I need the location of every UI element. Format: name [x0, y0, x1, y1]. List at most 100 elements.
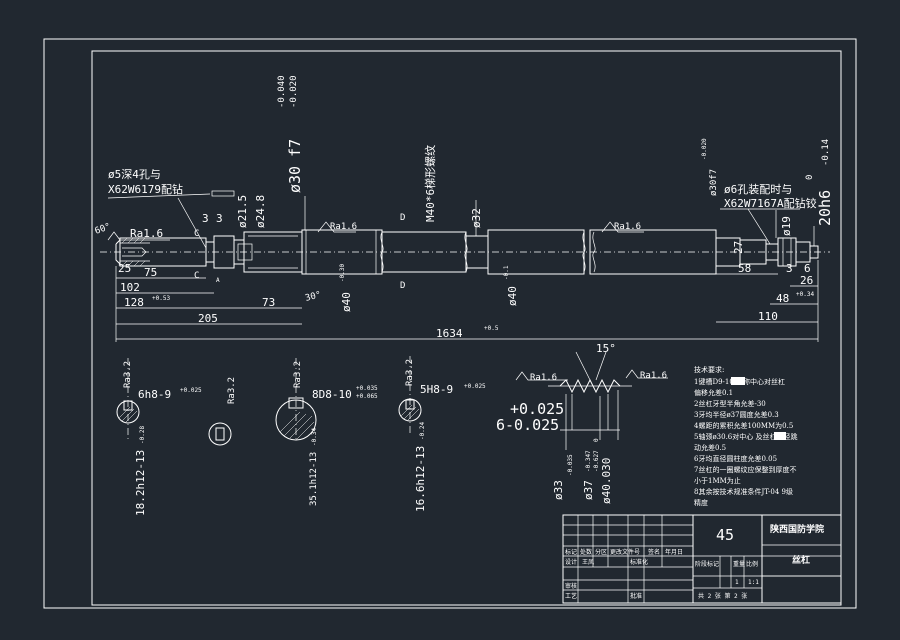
- dim-75: 75: [144, 266, 157, 279]
- s1-depth: 18.2h12-13: [134, 450, 147, 516]
- dim-110: 110: [758, 310, 778, 323]
- s3-tol: +0.025: [464, 383, 486, 390]
- tech-req-11: 8其余按技术规准条件JT-04 9级: [694, 487, 793, 496]
- dim-1634: 1634: [436, 327, 463, 340]
- ra-left: Ra1.6: [130, 227, 163, 240]
- s2-tol-lo: +0.065: [356, 393, 378, 400]
- tb-h3: 分区: [595, 548, 607, 556]
- dim-27: 27: [732, 241, 745, 254]
- section-c-top: C: [194, 229, 199, 239]
- ra-right: Ra1.6: [614, 222, 641, 232]
- section-3: Ra3.2 5H8-9 +0.025 16.6h12-13 -0.24: [398, 356, 486, 512]
- thread-ra-right: Ra1.6: [640, 371, 667, 381]
- hole-note-2: X62W6179配钻: [108, 182, 183, 196]
- dim-d30-up: -0.040: [277, 75, 287, 108]
- thread-pitch-up: +0.025: [510, 400, 564, 418]
- s2-depth: 35.1h12-13: [309, 452, 319, 506]
- s1-ra2: Ra3.2: [227, 377, 237, 404]
- dim-58: 58: [738, 262, 751, 275]
- thread-d37: ø37: [582, 480, 595, 500]
- tb-designer: 王凤: [582, 559, 594, 566]
- tb-standard: 标准化: [630, 558, 648, 566]
- tb-school: 陕西国防学院: [770, 523, 824, 535]
- tech-req-6: 5轴颈ø30.6对中心 及丝杠外径跳: [694, 432, 797, 441]
- hole-note-1: ø5深4孔与: [108, 168, 161, 181]
- dim-d30: ø30 f7: [286, 139, 304, 193]
- s3-depth: 16.6h12-13: [414, 446, 427, 512]
- tb-design: 设计: [565, 558, 577, 566]
- thread-pitch: 6-0.025: [496, 416, 559, 434]
- thread-d40-tol: 0: [593, 438, 600, 442]
- section-d-bottom: D: [400, 281, 405, 291]
- dim-d32: ø32: [470, 208, 483, 228]
- s2-tol-up: +0.035: [356, 385, 378, 392]
- tb-h4: 更改文件号: [610, 548, 640, 556]
- dim-thread: M40*6梯形螺纹: [423, 145, 437, 222]
- tb-h2: 处数: [580, 548, 592, 556]
- redaction-mask: [731, 377, 745, 385]
- dim-20h6-lo: -0.14: [821, 139, 831, 166]
- dim-3b: 3: [786, 262, 793, 275]
- dim-d30-right: ø30f7: [709, 169, 719, 196]
- tb-part-name: 丝杠: [792, 554, 810, 566]
- dim-3c: 3: [216, 212, 223, 225]
- s3-width: 5H8-9: [420, 383, 453, 396]
- drawing-frame: [43, 38, 857, 609]
- tech-req-0: 技术要求:: [694, 365, 724, 374]
- s1-tol: +0.025: [180, 387, 202, 394]
- dim-1634-tol: +0.5: [484, 325, 499, 332]
- tb-review: 审核: [565, 582, 577, 590]
- dim-102: 102: [120, 281, 140, 294]
- tb-sheet: 共 2 张 第 2 张: [698, 592, 747, 600]
- tb-h1: 标记: [565, 548, 577, 556]
- tb-process: 工艺: [565, 592, 577, 600]
- s1-depth-tol: -0.28: [139, 426, 146, 444]
- title-block: 45 陕西国防学院 丝杠 标记 处数 分区 更改文件号 签名 年月日 设计 王凤…: [562, 514, 842, 604]
- right-hole-note-2: X62W7167A配钻铰: [724, 196, 817, 210]
- dim-d215: ø21.5: [236, 195, 249, 228]
- tb-h6: 年月日: [665, 548, 683, 556]
- dim-48: 48: [776, 292, 789, 305]
- shaft-main-view: [100, 190, 830, 275]
- tb-weight: 重量: [733, 560, 745, 568]
- dim-d19: ø19: [780, 216, 793, 236]
- dim-d248: ø24.8: [254, 195, 267, 228]
- dim-d30-lo: -0.020: [289, 75, 299, 108]
- right-hole-note-1: ø6孔装配时与: [724, 183, 792, 196]
- redaction-mask-2: [774, 432, 786, 440]
- tech-req-4: 3牙均半径ø37圆度允差0.3: [694, 410, 779, 419]
- thread-detail: 15° Ra1.6 Ra1.6 +0.025 6-0.025 ø33 -0.03…: [496, 342, 668, 504]
- dim-25: 25: [118, 262, 131, 275]
- tech-req-12: 精度: [694, 498, 708, 507]
- s1-ra: Ra3.2: [123, 361, 133, 388]
- thread-d37-tol1: -0.347: [585, 450, 592, 472]
- thread-d40: ø40.030: [600, 458, 613, 504]
- thread-d33-tol: -0.035: [567, 454, 574, 476]
- tb-scale-value: 1:1: [748, 579, 759, 586]
- dim-d40-a: ø40: [340, 292, 353, 312]
- dim-128: 128: [124, 296, 144, 309]
- tb-material: 45: [716, 526, 734, 544]
- tb-scale: 比例: [746, 560, 758, 568]
- dim-d30-right-tol: -0.020: [701, 138, 708, 160]
- thread-ra-left: Ra1.6: [530, 373, 557, 383]
- dim-205: 205: [198, 312, 218, 325]
- dim-73: 73: [262, 296, 275, 309]
- tech-req-8: 6牙均直径圆柱度允差0.05: [694, 454, 777, 463]
- dim-6: 6: [804, 262, 811, 275]
- dim-48-tol: +0.34: [796, 291, 814, 298]
- length-dimensions: 3 25 75 102 128 +0.53 73 205 1634 +0.5 5…: [115, 212, 819, 342]
- s3-depth-tol: -0.24: [419, 422, 426, 440]
- s2-depth-tol: -0.34: [311, 428, 318, 446]
- diameter-dimensions: ø30 f7 -0.040 -0.020 M40*6梯形螺纹 ø21.5 ø24…: [236, 75, 834, 312]
- thread-angle: 15°: [596, 342, 616, 355]
- dim-26: 26: [800, 274, 813, 287]
- dim-d40-b-tol: -0.1: [503, 265, 510, 280]
- dim-3a: 3: [202, 212, 209, 225]
- dim-d40-a-tol: -0.30: [339, 264, 346, 282]
- tb-qty: 1: [735, 579, 739, 586]
- tech-req-9: 7丝杠的一圈螺纹应保整到厚度不: [694, 465, 796, 474]
- tech-req-7: 动允差0.5: [694, 443, 726, 452]
- s1-width: 6h8-9: [138, 388, 171, 401]
